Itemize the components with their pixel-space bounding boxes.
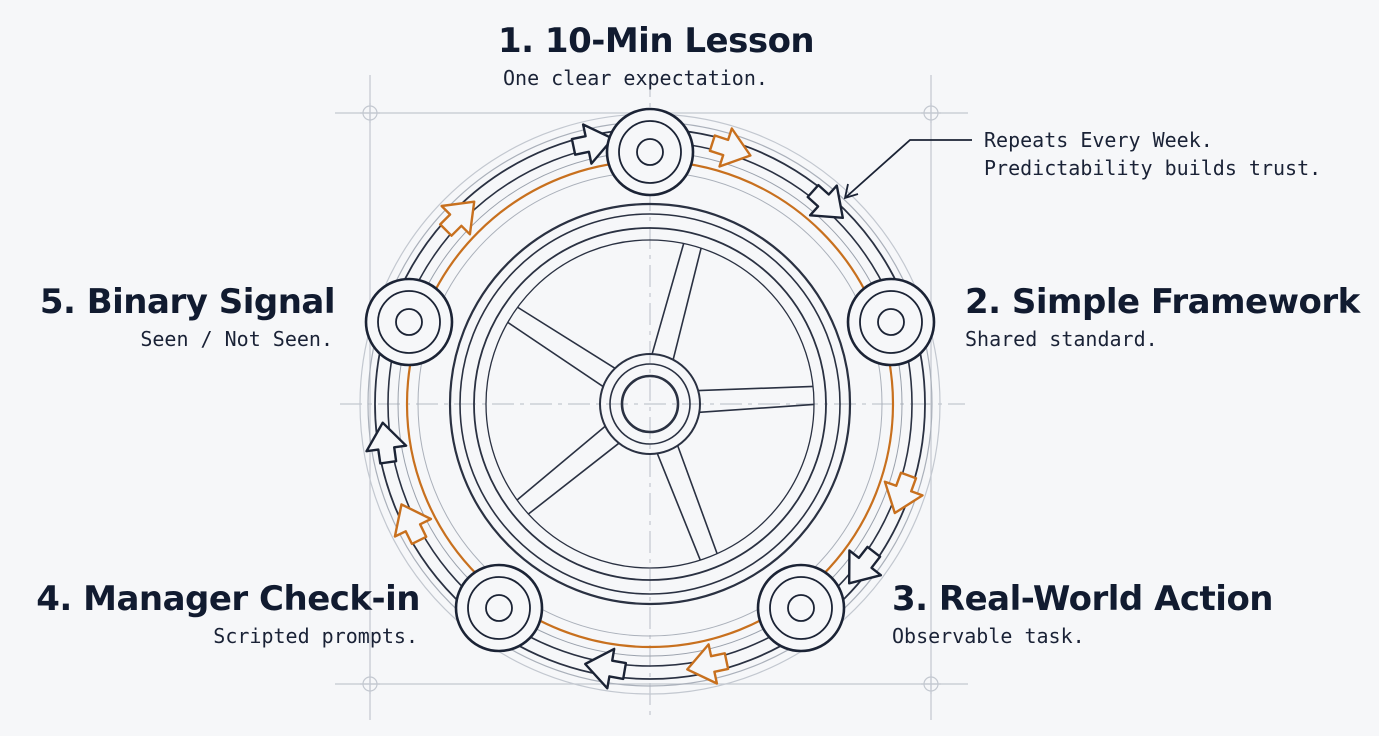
step-2-subtitle: Shared standard. [965,327,1158,351]
annotation-line-1: Repeats Every Week. [984,128,1213,152]
step-4-subtitle: Scripted prompts. [213,624,418,648]
node-circle-icon [846,277,936,367]
node-circle-icon [454,563,544,653]
cycle-arrow-icon [883,471,924,515]
step-3-title: 3. Real-World Action [892,579,1274,619]
cycle-arrow-icon [708,127,752,168]
wheel-spoke [517,306,616,369]
node-circle-icon [605,107,695,197]
node-circle-icon [364,277,454,367]
wheel-spoke [656,453,702,561]
cycle-arrows [365,123,924,690]
step-2-title: 2. Simple Framework [965,282,1360,322]
step-1-title: 1. 10-Min Lesson [498,21,815,61]
wheel-spoke [651,243,685,355]
step-5-title: 5. Binary Signal [39,282,336,322]
step-5-subtitle: Seen / Not Seen. [140,327,333,351]
cycle-arrow-icon [365,421,408,465]
step-1-subtitle: One clear expectation. [503,66,768,90]
wheel-spoke [527,442,620,515]
step-3-subtitle: Observable task. [892,624,1085,648]
pointer-arrow-icon [843,139,972,200]
step-nodes [364,107,936,653]
cycle-arrow-icon [439,200,476,237]
wheel-spoke [698,385,814,392]
wheel-icon [448,202,852,606]
cycle-arrow-icon [393,503,433,546]
annotation-line-2: Predictability builds trust. [984,156,1322,180]
cycle-arrow-icon [806,183,844,220]
cycle-arrow-icon [570,123,614,165]
wheel-spoke [516,425,606,501]
cycle-arrow-icon [848,545,883,585]
step-4-title: 4. Manager Check-in [36,579,420,619]
node-circle-icon [756,563,846,653]
cycle-arrow-icon [686,643,730,685]
wheel-spoke [507,321,604,388]
cycle-annotation: Repeats Every Week. Predictability build… [984,126,1321,182]
guide-lines [335,75,968,720]
wheel-spoke [672,247,702,360]
wheel-spoke [676,445,718,554]
cycle-arrow-icon [584,647,628,690]
wheel-spoke [699,403,815,414]
